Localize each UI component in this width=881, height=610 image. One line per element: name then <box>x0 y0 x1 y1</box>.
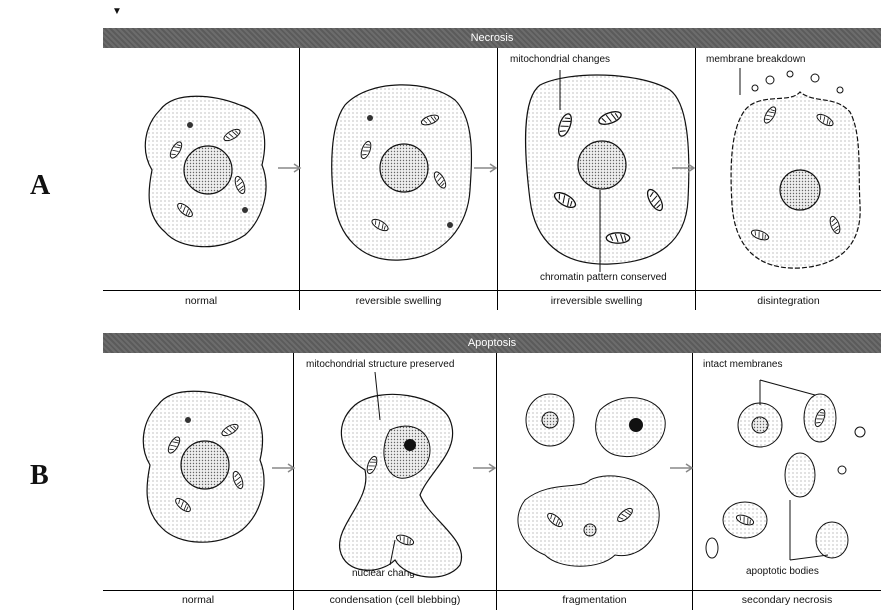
cell-condensation <box>340 372 462 577</box>
cell-fragmentation <box>518 394 665 566</box>
cell-normal-b <box>143 391 264 542</box>
cell-reversible-swelling <box>332 85 472 260</box>
cell-disintegration <box>731 68 860 268</box>
cell-normal-a <box>145 96 266 246</box>
cell-irreversible-swelling <box>526 70 689 272</box>
cell-secondary-necrosis <box>706 380 865 560</box>
